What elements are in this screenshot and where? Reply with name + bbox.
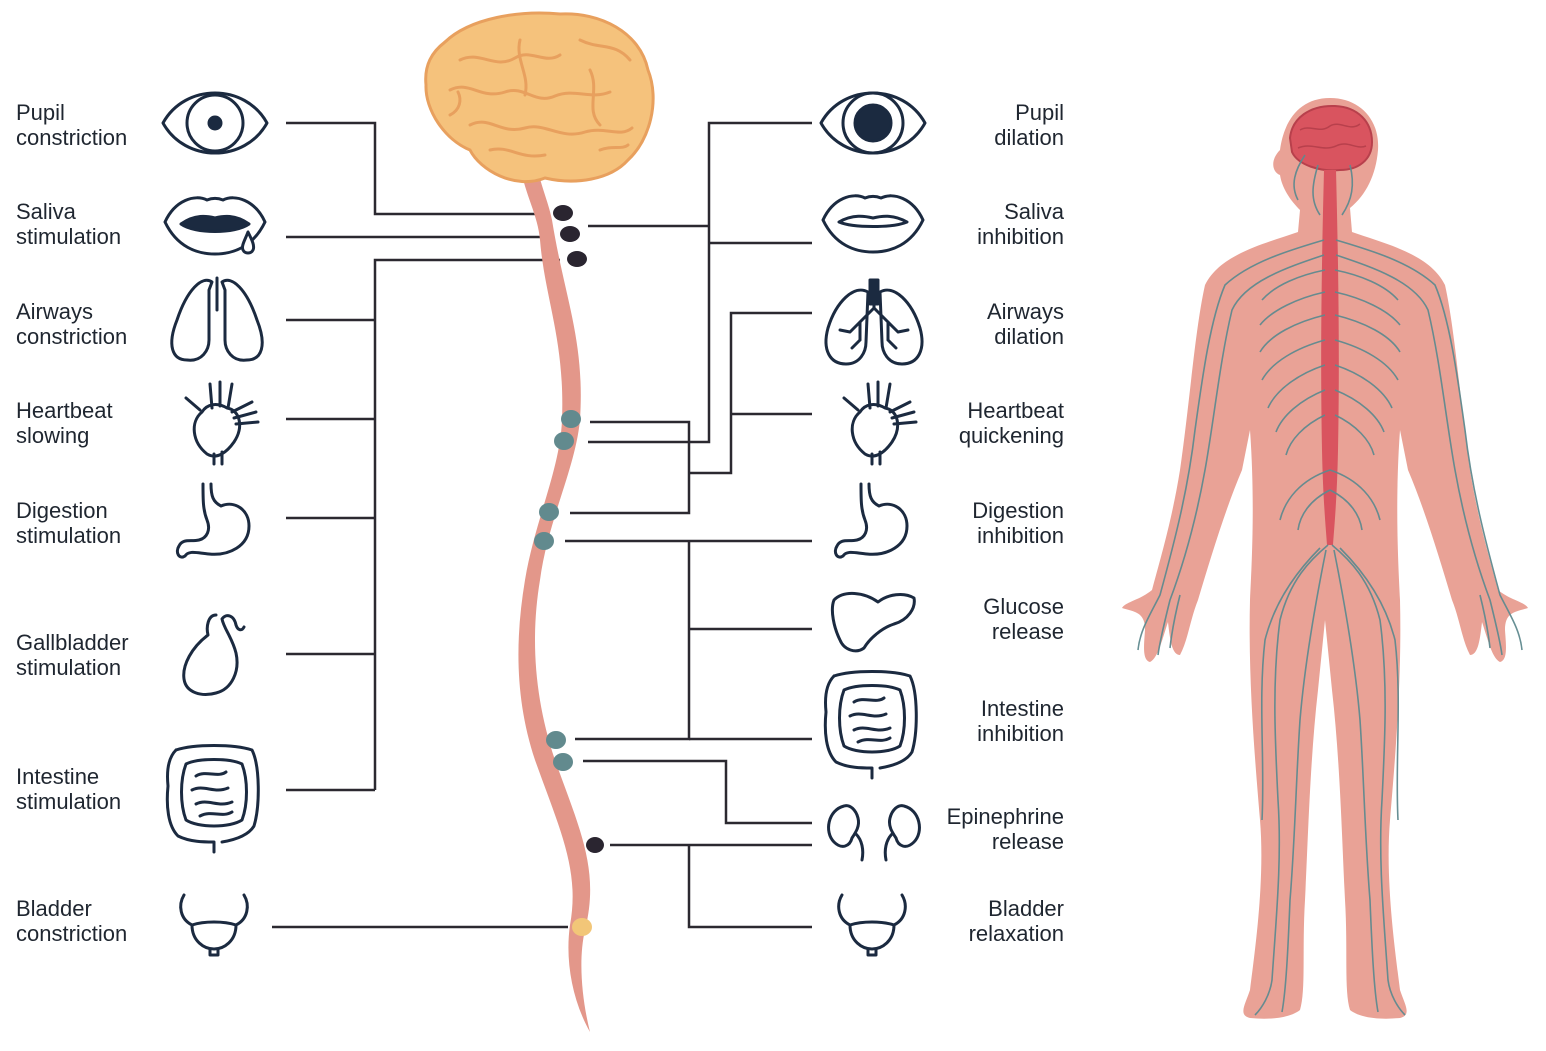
line-abdominal-trunk [575, 541, 691, 741]
line-airways-dilation [689, 311, 812, 475]
line-epinephrine-release [583, 759, 812, 825]
node-cranial-2 [560, 226, 580, 242]
stomach-icon [175, 482, 251, 559]
lungs-icon [170, 276, 264, 362]
node-lumbar-1 [546, 731, 566, 749]
bladder-icon [837, 893, 907, 957]
line-bladder-relaxation [687, 845, 812, 929]
kidneys-icon [827, 804, 921, 862]
eye-dilated-icon [819, 91, 927, 155]
node-cranial-1 [553, 205, 573, 221]
intestine-icon [823, 670, 918, 780]
ganglia-nodes [534, 205, 604, 936]
eye-icon [161, 91, 269, 155]
spinal-cord [518, 160, 591, 1032]
line-parasympathetic-bus [373, 258, 560, 790]
stomach-icon [833, 482, 909, 559]
node-sacral-1 [586, 837, 604, 853]
connector-lines [272, 121, 812, 929]
node-thoracic-2 [554, 432, 574, 450]
brain-illustration [424, 11, 655, 184]
liver-icon [830, 592, 916, 653]
node-sacral-2 [572, 918, 592, 936]
intestine-icon [165, 744, 260, 854]
heart-icon [184, 380, 260, 466]
line-pupil-constriction [286, 121, 545, 216]
body-spinal-cord [1321, 170, 1339, 545]
node-cranial-3 [567, 251, 587, 267]
human-body-illustration [1122, 98, 1528, 1019]
lips-drool-icon [163, 196, 267, 256]
node-thoracic-3 [539, 503, 559, 521]
node-thoracic-1 [561, 410, 581, 428]
bronchi-icon [824, 278, 924, 366]
node-lumbar-2 [553, 753, 573, 771]
line-pupil-dilation [588, 121, 812, 444]
bladder-icon [179, 893, 249, 957]
node-thoracic-4 [534, 532, 554, 550]
line-thoracic-trunk [570, 420, 691, 515]
gallbladder-icon [182, 613, 246, 696]
lips-icon [821, 194, 925, 254]
heart-icon [842, 380, 918, 466]
body-nerves [1137, 154, 1523, 1016]
